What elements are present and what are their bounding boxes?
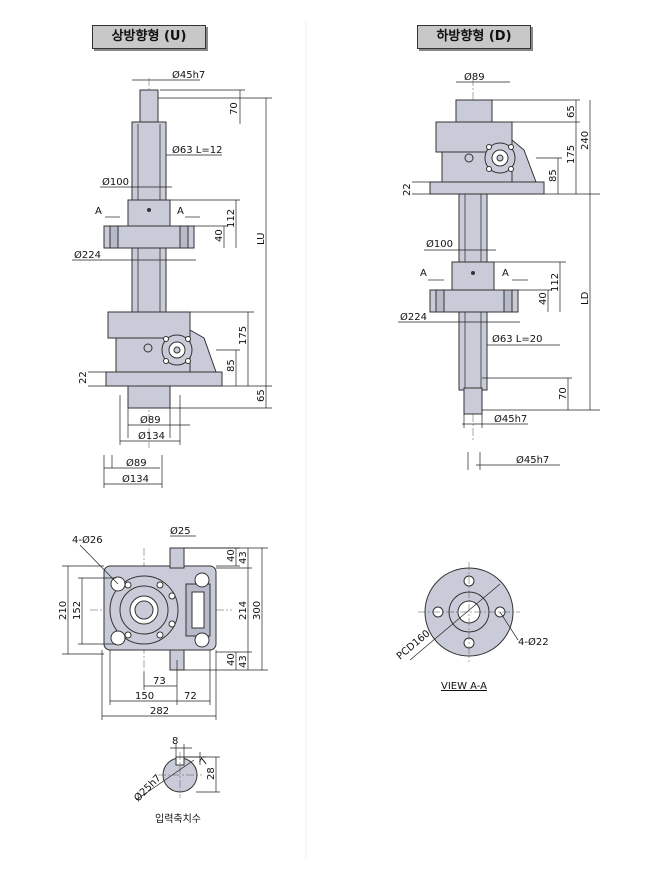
d-flange-dia: Ø224: [400, 311, 427, 323]
plan-d40a: 40: [226, 549, 237, 562]
d-nut-h2: 40: [538, 292, 549, 305]
plan-d72: 72: [184, 691, 197, 702]
d-nut-dia: Ø100: [426, 238, 453, 250]
u-screw: Ø63 L=12: [172, 144, 222, 156]
d-screw: Ø63 L=20: [492, 333, 542, 345]
is-dia: Ø25h7: [132, 772, 164, 804]
u-total: LU: [256, 233, 267, 245]
is-caption: 입력축치수: [155, 812, 201, 825]
input-shaft-detail: 8 7 28 Ø25h7 입력축치수: [132, 736, 220, 825]
d-total: LD: [580, 291, 591, 305]
u-shaft-dia: Ø45h7: [172, 69, 205, 81]
u-bottom-d2: Ø134: [138, 430, 165, 442]
d-top-h: 65: [566, 105, 577, 118]
u-nut-h1: 112: [226, 209, 237, 228]
u-shaft-len: 70: [229, 102, 240, 115]
plan-d150: 150: [135, 691, 154, 702]
aa-caption: VIEW A-A: [441, 681, 487, 692]
plan-d73: 73: [153, 676, 166, 687]
u-gear-h: 175: [238, 326, 249, 345]
downward-elevation-view: Ø89 65 175 240 85 22 Ø100 A A 112 40 LD …: [398, 71, 600, 470]
d-gear-h2: 85: [548, 169, 559, 182]
plan-d152: 152: [72, 601, 83, 620]
plan-d282: 282: [150, 706, 169, 717]
u-extra-d2: Ø134: [122, 473, 149, 485]
plan-d300: 300: [252, 601, 263, 620]
u-flange-dia: Ø224: [74, 249, 101, 261]
d-section-right: A: [502, 268, 509, 279]
d-section-left: A: [420, 268, 427, 279]
plan-input-dia: Ø25: [170, 525, 191, 537]
upward-elevation-view: Ø45h7 70 Ø63 L=12 Ø100 A A 112 40 Ø224 L…: [72, 69, 272, 488]
is-height: 28: [206, 767, 217, 780]
plan-holes: 4-Ø26: [72, 534, 103, 546]
plan-d210: 210: [58, 601, 69, 620]
view-aa: PCD160 4-Ø22 VIEW A-A: [395, 562, 549, 692]
d-shaft-dia: Ø45h7: [494, 413, 527, 425]
plan-d43a: 43: [238, 551, 249, 564]
plan-d43b: 43: [238, 655, 249, 668]
d-gear-h: 175: [566, 145, 577, 164]
is-key-h: 7: [198, 756, 211, 767]
u-nut-dia: Ø100: [102, 176, 129, 188]
d-base-h: 22: [402, 183, 413, 196]
aa-holes: 4-Ø22: [518, 636, 549, 648]
u-base-h: 22: [78, 371, 89, 384]
plan-d214: 214: [238, 601, 249, 620]
title-downward: 하방향형 (D): [417, 25, 531, 49]
plan-view: 4-Ø26 Ø25 40 43 210 152 214 300 40 43 73: [58, 525, 268, 720]
u-bottom-d1: Ø89: [140, 414, 161, 426]
d-shaft-len: 70: [558, 387, 569, 400]
d-nut-h1: 112: [550, 273, 561, 292]
plan-d40b: 40: [226, 653, 237, 666]
u-gear-h2: 85: [226, 359, 237, 372]
u-nut-h2: 40: [214, 229, 225, 242]
u-section-right: A: [177, 206, 184, 217]
is-key-w: 8: [172, 736, 178, 747]
d-total-top: 240: [580, 131, 591, 150]
title-upward: 상방향형 (U): [92, 25, 206, 49]
d-shaft-dia2: Ø45h7: [516, 454, 549, 466]
u-section-left: A: [95, 206, 102, 217]
u-extra-d1: Ø89: [126, 457, 147, 469]
d-top-dia: Ø89: [464, 71, 485, 83]
u-bottom-h: 65: [256, 389, 267, 402]
